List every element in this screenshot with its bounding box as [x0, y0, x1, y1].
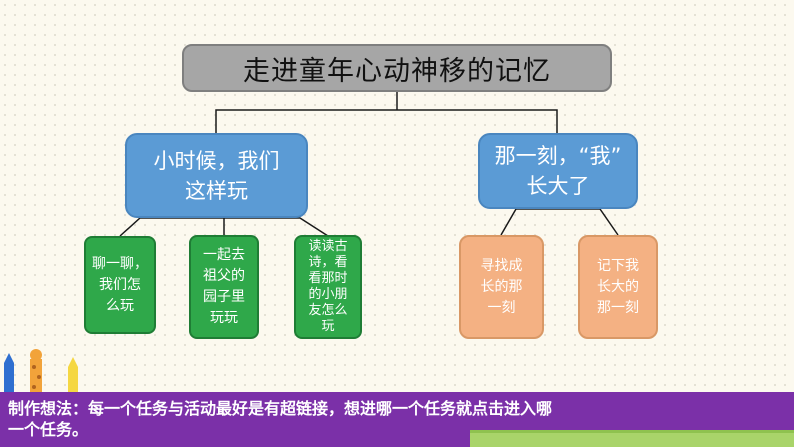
task-label-line: 长大的	[597, 277, 639, 298]
task-node-find-moment[interactable]: 寻找成 长的那 一刻	[459, 235, 544, 339]
root-node-label: 走进童年心动神移的记忆	[243, 49, 551, 88]
task-label-line: 玩	[308, 319, 347, 335]
note-line: 制作想法：每一个任务与活动最好是有超链接，想进哪一个任务就点击进入哪	[8, 398, 784, 419]
task-label-line: 园子里	[203, 287, 245, 308]
task-label-line: 玩玩	[203, 308, 245, 329]
task-label-line: 一刻	[481, 298, 523, 319]
crayon-icon	[4, 353, 14, 395]
task-label-line: 我们怎	[92, 275, 148, 296]
task-label-line: 祖父的	[203, 266, 245, 287]
branch-label-line: 那一刻，“我”	[495, 141, 622, 171]
task-label-line: 么玩	[92, 296, 148, 317]
branch-node-childhood-play[interactable]: 小时候，我们 这样玩	[125, 133, 308, 218]
task-node-poems[interactable]: 读读古 诗，看 看那时 的小朋 友怎么 玩	[294, 235, 362, 339]
giraffe-icon	[30, 349, 42, 395]
task-label-line: 友怎么	[308, 303, 347, 319]
task-label-line: 聊一聊，	[92, 254, 148, 275]
task-label-line: 一起去	[203, 245, 245, 266]
task-label-line: 那一刻	[597, 298, 639, 319]
task-node-record-moment[interactable]: 记下我 长大的 那一刻	[578, 235, 658, 339]
task-node-chat[interactable]: 聊一聊， 我们怎 么玩	[84, 236, 156, 334]
branch-label-line: 长大了	[495, 171, 622, 201]
task-label-line: 长的那	[481, 277, 523, 298]
connector-right-children	[501, 209, 618, 235]
task-label-line: 诗，看	[308, 255, 347, 271]
branch-label-line: 这样玩	[154, 176, 280, 206]
crayon-icon	[68, 357, 78, 395]
task-label-line: 寻找成	[481, 256, 523, 277]
branch-node-grew-up[interactable]: 那一刻，“我” 长大了	[478, 133, 638, 209]
crayons-decoration	[0, 345, 90, 395]
task-node-garden[interactable]: 一起去 祖父的 园子里 玩玩	[189, 235, 259, 339]
connector-title-branches	[216, 110, 557, 133]
task-label-line: 看那时	[308, 271, 347, 287]
task-label-line: 记下我	[597, 256, 639, 277]
task-label-line: 的小朋	[308, 287, 347, 303]
branch-label-line: 小时候，我们	[154, 146, 280, 176]
root-node[interactable]: 走进童年心动神移的记忆	[182, 44, 612, 92]
grass-strip-decoration	[0, 430, 794, 447]
task-label-line: 读读古	[308, 239, 347, 255]
